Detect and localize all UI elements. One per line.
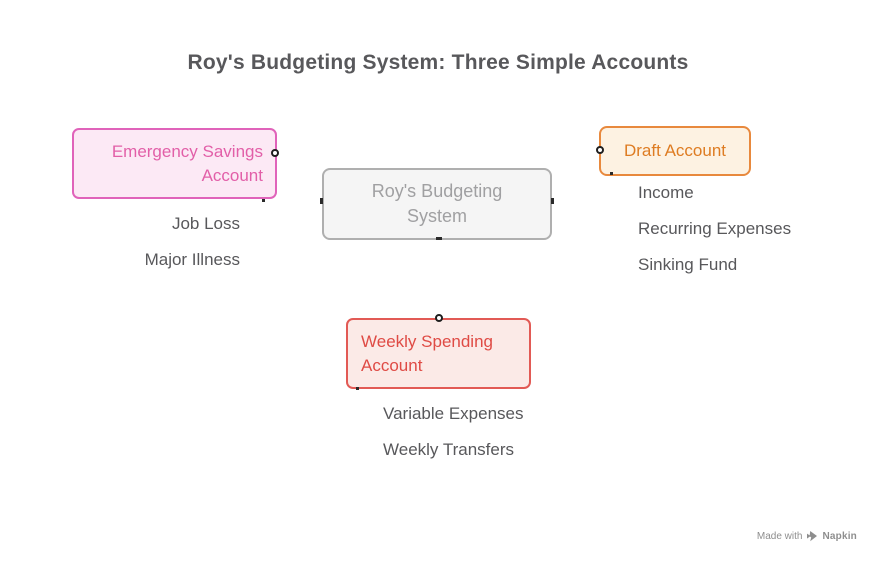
node-weekly-spending-account[interactable]: Weekly Spending Account bbox=[346, 318, 531, 389]
list-item[interactable]: Recurring Expenses bbox=[638, 219, 792, 238]
list-item[interactable]: Income bbox=[638, 183, 694, 202]
list-item[interactable]: Variable Expenses bbox=[383, 404, 524, 423]
node-central-budgeting-system-label: Roy's Budgeting System bbox=[371, 181, 503, 226]
weekly-items-list: Variable Expenses Weekly Transfers bbox=[383, 404, 524, 460]
connection-port-draft[interactable] bbox=[596, 146, 604, 154]
node-emergency-savings-account-label: Emergency Savings Account bbox=[111, 142, 263, 185]
list-item[interactable]: Job Loss bbox=[171, 214, 240, 233]
napkin-logo-icon bbox=[806, 530, 818, 542]
watermark-brand: Napkin bbox=[822, 530, 857, 542]
connector-stub-tick bbox=[320, 198, 323, 204]
connector-stub-dot bbox=[610, 172, 613, 175]
list-item[interactable]: Weekly Transfers bbox=[383, 440, 515, 459]
draft-items-list: Income Recurring Expenses Sinking Fund bbox=[638, 183, 791, 275]
connector-stub-dot bbox=[356, 387, 359, 390]
connection-port-weekly[interactable] bbox=[435, 314, 443, 322]
node-draft-account[interactable]: Draft Account bbox=[599, 126, 751, 176]
node-draft-account-label: Draft Account bbox=[623, 141, 727, 161]
node-central-budgeting-system[interactable]: Roy's Budgeting System bbox=[322, 168, 552, 240]
made-with-napkin-watermark[interactable]: Made with Napkin bbox=[757, 530, 857, 542]
emergency-items-list: Job Loss Major Illness bbox=[145, 214, 240, 270]
connector-stub-tick bbox=[551, 198, 554, 204]
node-weekly-spending-account-label: Weekly Spending Account bbox=[361, 332, 493, 375]
list-item[interactable]: Major Illness bbox=[144, 250, 240, 269]
connector-stub-dot bbox=[262, 199, 265, 202]
node-emergency-savings-account[interactable]: Emergency Savings Account bbox=[72, 128, 277, 199]
diagram-title[interactable]: Roy's Budgeting System: Three Simple Acc… bbox=[187, 51, 689, 74]
connector-stub-tick bbox=[436, 237, 442, 240]
connection-port-emergency[interactable] bbox=[271, 149, 279, 157]
watermark-prefix: Made with bbox=[756, 530, 803, 542]
list-item[interactable]: Sinking Fund bbox=[638, 255, 738, 274]
